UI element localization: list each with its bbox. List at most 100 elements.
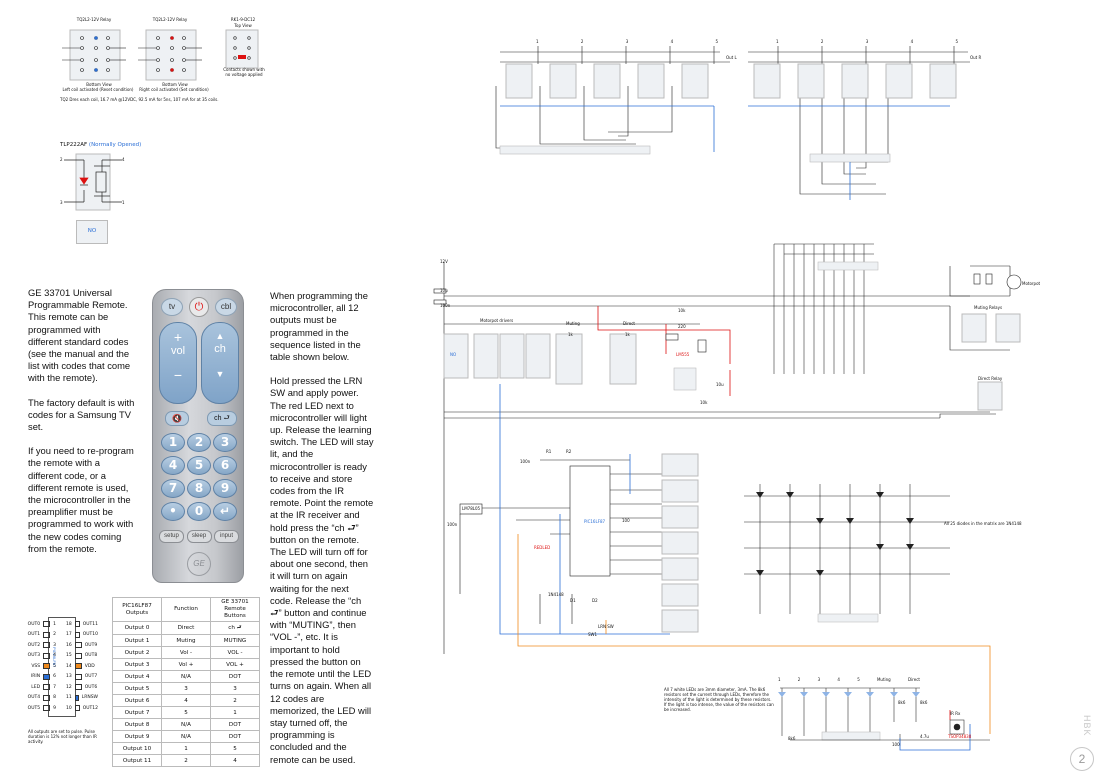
table-cell: Output 4 xyxy=(112,670,162,683)
pin-number: 9 xyxy=(53,705,56,711)
power-button[interactable]: ⏻ xyxy=(189,297,209,317)
relay1-caption: Left coil activated (Reset condition) xyxy=(62,87,134,92)
key-3[interactable]: 3 xyxy=(213,433,237,452)
input-label: 5 xyxy=(715,39,718,44)
pin-pad xyxy=(74,652,82,659)
table-cell: Output 2 xyxy=(112,646,162,659)
mute-button[interactable]: 🔇 xyxy=(165,411,189,426)
table-cell: MUTING xyxy=(210,634,260,647)
mute-icon: 🔇 xyxy=(172,414,182,423)
table-cell: 3 xyxy=(161,682,211,695)
input-label: Muting xyxy=(876,677,891,682)
input-label: 1 xyxy=(778,677,781,682)
reg-cap-2-label: 100n xyxy=(520,459,531,464)
enter-button[interactable]: ↵ xyxy=(213,502,237,521)
setup-button[interactable]: setup xyxy=(159,530,184,543)
pin-number: 12 xyxy=(66,684,72,690)
matrix-diode-note: All 25 diodes in the matrix are 1N4148 xyxy=(944,521,1022,526)
pic-section xyxy=(459,459,662,624)
diode-1n4148: 1N4148 xyxy=(548,592,564,597)
muting-relays xyxy=(961,313,1021,411)
diode-d2: D2 xyxy=(592,598,598,603)
pin-name: VDD xyxy=(84,663,95,669)
pin-name: LRNSW xyxy=(81,695,98,701)
key-5[interactable]: 5 xyxy=(187,456,211,475)
pin-pad xyxy=(74,684,82,691)
input-label: 1 xyxy=(776,39,779,44)
input-label: 3 xyxy=(625,39,629,44)
table-cell: 1 xyxy=(210,706,260,719)
driver-no-label: NO xyxy=(450,352,457,357)
direct-label: Direct xyxy=(623,321,635,326)
relay2-bottom-view: Bottom View xyxy=(162,82,188,87)
sleep-button[interactable]: sleep xyxy=(186,530,212,543)
input-button[interactable]: input xyxy=(214,530,239,543)
key-8[interactable]: 8 xyxy=(187,479,211,498)
pin-pad xyxy=(74,631,80,638)
input-label: 3 xyxy=(817,677,821,682)
table-cell: ch ⮐ xyxy=(210,621,260,635)
pin-pad xyxy=(74,673,82,680)
key-7[interactable]: 7 xyxy=(161,479,185,498)
tv-button[interactable]: tv xyxy=(161,298,183,316)
key-4[interactable]: 4 xyxy=(161,456,185,475)
table-cell: 2 xyxy=(210,694,260,707)
key-1[interactable]: 1 xyxy=(161,433,185,452)
programming-instructions: When programming the microcontroller, al… xyxy=(270,290,374,766)
ch-down-icon: ▼ xyxy=(215,369,225,379)
left-input-matrix xyxy=(495,46,730,155)
pin-pad xyxy=(43,631,51,638)
pin-name: OUT11 xyxy=(82,621,98,627)
channel-rocker[interactable]: ▲ ch ▼ xyxy=(201,322,239,404)
keypad: 1 2 3 4 5 6 7 8 9 • 0 ↵ xyxy=(161,433,239,521)
key-2[interactable]: 2 xyxy=(187,433,211,452)
vol-plus-icon: + xyxy=(173,329,183,345)
table-cell: Vol - xyxy=(161,646,211,659)
table-cell: Output 10 xyxy=(112,742,162,755)
table-cell: Output 8 xyxy=(112,718,162,731)
table-header: PIC16LF87 Outputs xyxy=(112,597,162,622)
table-cell: DOT xyxy=(210,718,260,731)
r-1k-a: 1k xyxy=(568,332,573,337)
sw1-label: SW1 xyxy=(588,632,598,637)
dot-button[interactable]: • xyxy=(161,502,185,521)
r-100: 100 xyxy=(622,518,630,523)
page-number: 2 xyxy=(1070,747,1094,771)
pin-name: OUT6 xyxy=(84,684,98,690)
pin-number: 6 xyxy=(53,674,56,680)
key-6[interactable]: 6 xyxy=(213,456,237,475)
pin-number: 5 xyxy=(53,663,56,669)
input-label: 3 xyxy=(865,39,869,44)
table-cell: VOL + xyxy=(210,658,260,671)
pin-pad xyxy=(43,652,51,659)
ch-recall-button[interactable]: ch ⮐ xyxy=(207,411,237,426)
pin-name: OUT8 xyxy=(84,653,98,659)
pin-number: 1 xyxy=(53,621,56,627)
relay2-title: TQ2L2-12V Relay xyxy=(152,17,188,22)
input-label: 5 xyxy=(955,39,958,44)
input-label: 1 xyxy=(536,39,539,44)
cbl-button[interactable]: cbl xyxy=(215,298,237,316)
pin-number: 4 xyxy=(53,653,56,659)
pin-number: 3 xyxy=(53,642,56,648)
optocoupler-schematic xyxy=(64,153,122,211)
opto-package: NO xyxy=(76,220,108,244)
left-description: GE 33701 Universal Programmable Remote. … xyxy=(28,287,136,555)
key-9[interactable]: 9 xyxy=(213,479,237,498)
left-paragraph-1: GE 33701 Universal Programmable Remote. … xyxy=(28,287,131,384)
rk-caption: Contacts shown with no voltage applied xyxy=(223,67,265,77)
volume-rocker[interactable]: + vol − xyxy=(159,322,197,404)
key-0[interactable]: 0 xyxy=(187,502,211,521)
watermark: HBK xyxy=(1082,715,1092,737)
r-10k: 10k xyxy=(700,400,708,405)
opto-pin2: 2 xyxy=(60,157,63,162)
